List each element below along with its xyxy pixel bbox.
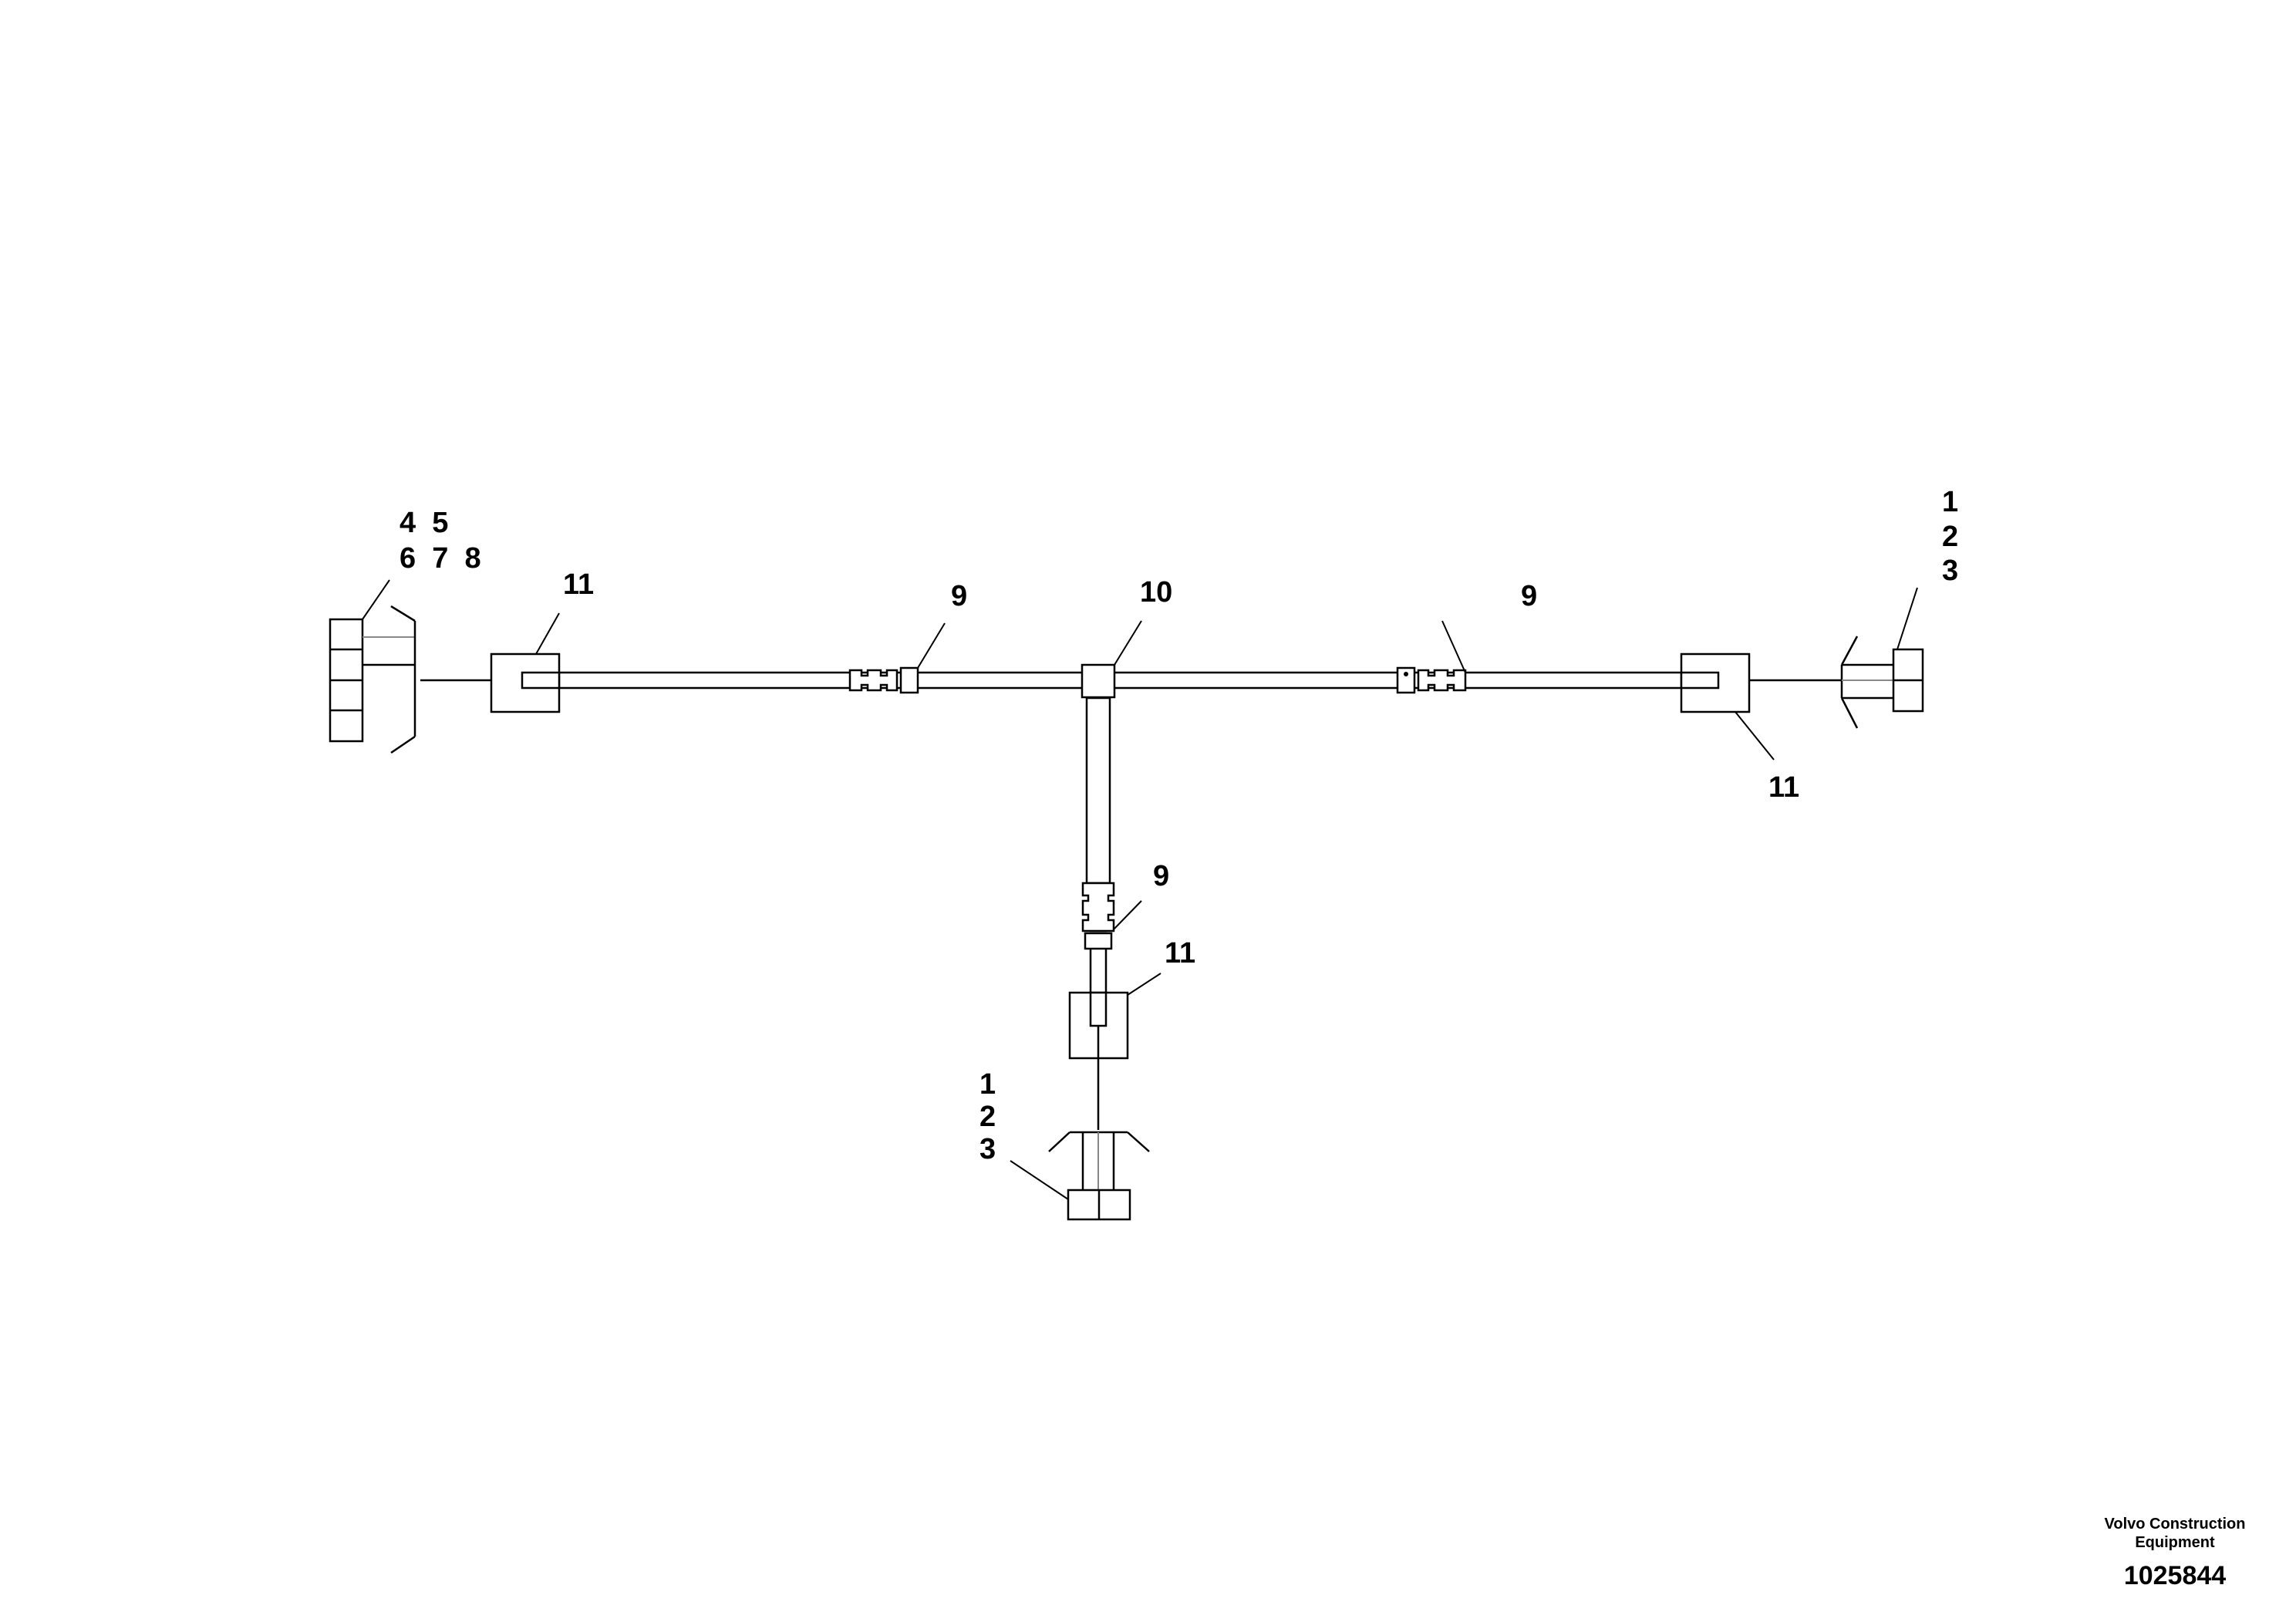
label-left-connector-line1: 4 5 (400, 507, 448, 539)
company-line1: Volvo Construction (2105, 1516, 2246, 1533)
leader-lines (362, 579, 1918, 1200)
right-connector (1840, 636, 1924, 729)
label-right-sleeve: 9 (1521, 580, 1537, 612)
t-junction (1081, 663, 1116, 699)
main-harness-vertical (1085, 696, 1111, 1130)
label-t-junction: 10 (1140, 576, 1172, 609)
label-bottom-connector-2: 2 (979, 1101, 996, 1133)
label-left-connector-line2: 6 7 8 (400, 542, 481, 575)
bottom-sleeve (1081, 882, 1115, 950)
bottom-connector (1048, 1131, 1150, 1221)
left-sleeve (848, 666, 919, 694)
left-grommet (490, 653, 561, 713)
label-right-connector-2: 2 (1942, 521, 1958, 553)
right-sleeve (1396, 666, 1467, 694)
label-bottom-sleeve: 9 (1153, 860, 1169, 892)
label-right-grommet: 11 (1768, 771, 1799, 804)
right-grommet (1680, 653, 1751, 713)
label-left-grommet: 11 (563, 568, 594, 601)
drawing-number: 1025844 (2124, 1561, 2226, 1590)
company-line2: Equipment (2135, 1534, 2215, 1551)
label-bottom-grommet: 11 (1165, 937, 1195, 969)
label-right-connector-3: 3 (1942, 555, 1958, 587)
bottom-grommet (1068, 991, 1129, 1060)
label-bottom-connector-3: 3 (979, 1133, 996, 1165)
left-connector (329, 605, 416, 754)
label-left-sleeve: 9 (951, 580, 967, 612)
label-right-connector-1: 1 (1942, 486, 1958, 518)
main-harness-horizontal (420, 671, 1842, 690)
label-bottom-connector-1: 1 (979, 1068, 996, 1101)
